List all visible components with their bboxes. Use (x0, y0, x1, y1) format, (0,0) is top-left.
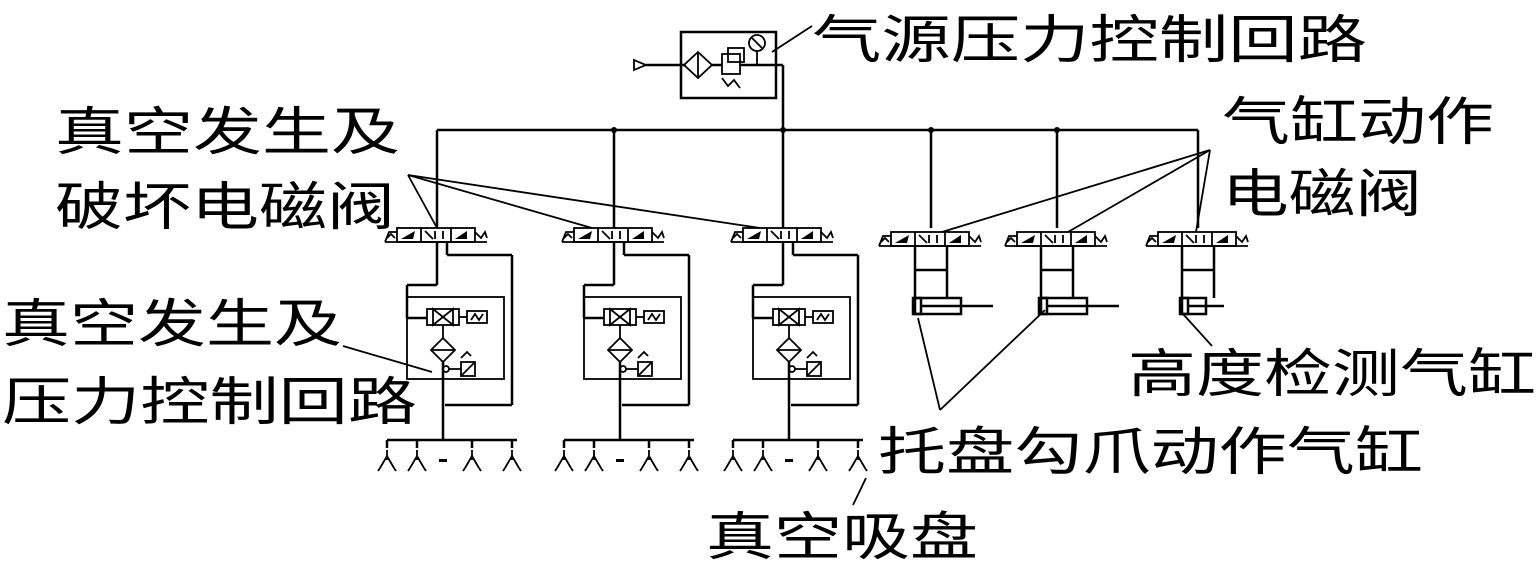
label-vacuum-valve-line2: 破坏电磁阀 (55, 178, 395, 238)
label-cylinder-valve-line2: 电磁阀 (1222, 165, 1422, 225)
label-vacuum-generator-line1: 真空发生及 (2, 295, 342, 355)
cylinder-units (878, 231, 1249, 316)
vacuum-generator-box (406, 296, 505, 380)
vacuum-unit (554, 227, 699, 472)
cylinder-unit (1004, 231, 1119, 316)
vacuum-unit (723, 227, 868, 472)
vacuum-generator-box (752, 296, 851, 380)
cylinder-solenoid-valve (878, 231, 982, 247)
vacuum-units (377, 227, 868, 472)
cylinder-unit (1145, 231, 1249, 316)
vacuum-solenoid-valve (384, 227, 488, 243)
label-cylinder-valve-line1: 气缸动作 (1222, 93, 1494, 153)
vacuum-solenoid-valve (730, 227, 834, 243)
label-tray-hook-cylinder: 托盘勾爪动作气缸 (878, 423, 1423, 483)
label-air-source: 气源压力控制回路 (812, 11, 1367, 71)
cylinder-solenoid-valve (1004, 231, 1108, 247)
label-suction-cup: 真空吸盘 (706, 508, 978, 568)
label-vacuum-valve-line1: 真空发生及 (55, 103, 400, 163)
label-vacuum-generator-line2: 压力控制回路 (2, 373, 417, 433)
supply-manifold (435, 127, 1200, 228)
labels: 气源压力控制回路 真空发生及 破坏电磁阀 气缸动作 电磁阀 真空发生及 压力控制… (2, 11, 1536, 568)
vacuum-generator-box (583, 296, 682, 380)
cylinder-unit (878, 231, 993, 316)
label-height-cylinder: 高度检测气缸 (1128, 345, 1536, 405)
air-source-unit (633, 30, 785, 130)
vacuum-solenoid-valve (561, 227, 665, 243)
leader-air-source (771, 25, 813, 53)
vacuum-unit (377, 227, 522, 472)
leader-lines (342, 149, 1213, 506)
cylinder-solenoid-valve (1145, 231, 1249, 247)
air-inlet-symbol (633, 58, 649, 72)
